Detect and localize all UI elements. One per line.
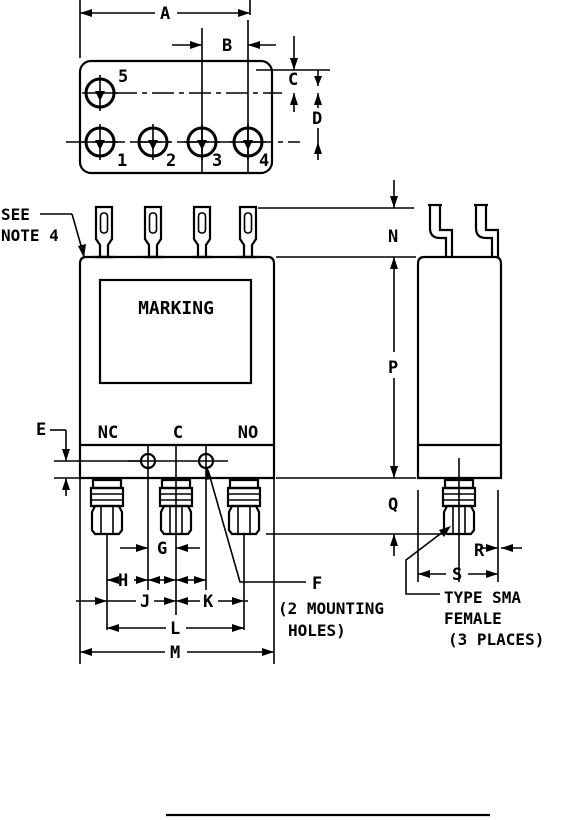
dimension-j-k: J K <box>76 592 248 612</box>
port-no-label: NO <box>238 423 258 443</box>
port-c-label: C <box>173 423 183 443</box>
dimension-b: B <box>172 36 276 56</box>
dimension-q: Q <box>266 495 443 556</box>
dimension-s: S <box>418 565 498 585</box>
dimension-d-label: D <box>312 109 322 129</box>
terminal-1-icon <box>92 205 116 259</box>
sma-note-line2: FEMALE <box>444 609 502 628</box>
dimension-a: A <box>79 0 251 58</box>
holes-note-line1: (2 MOUNTING <box>278 599 384 618</box>
dimension-e: E <box>36 420 140 496</box>
dimension-m-label: M <box>170 643 180 663</box>
marking-area <box>98 278 253 385</box>
sma-note-line1: TYPE SMA <box>444 588 521 607</box>
dimension-s-label: S <box>452 565 462 585</box>
front-view: MARKING NC C NO <box>78 205 276 630</box>
dimension-c-label: C <box>288 70 298 90</box>
pin-5-label: 5 <box>118 67 128 87</box>
dimension-c: C <box>256 36 330 112</box>
port-nc-label: NC <box>98 423 118 443</box>
pin-2-label: 2 <box>166 151 176 171</box>
dimension-n: N <box>258 180 414 247</box>
dimension-l-label: L <box>170 619 180 639</box>
dimension-r-label: R <box>474 541 485 561</box>
see-note-line2: NOTE 4 <box>1 226 59 245</box>
see-note-4-callout: SEE NOTE 4 <box>1 205 86 258</box>
dimension-h-label: H <box>118 571 128 591</box>
top-view: 5 1 2 3 4 <box>66 20 300 175</box>
dimension-b-label: B <box>222 36 232 56</box>
side-body-outline <box>416 255 503 480</box>
pin-1-label: 1 <box>117 151 127 171</box>
pin-5-icon <box>80 73 120 113</box>
dimension-q-label: Q <box>388 495 398 515</box>
dimension-l: L <box>107 619 244 639</box>
dimension-p: P <box>276 256 416 479</box>
dimension-p-label: P <box>388 358 398 378</box>
side-view <box>416 203 503 582</box>
sma-note-line3: (3 PLACES) <box>448 630 544 649</box>
terminal-3-icon <box>190 205 214 259</box>
dimension-h: H <box>107 571 206 591</box>
sma-connector-no-icon <box>226 478 262 536</box>
mounting-holes-callout: F (2 MOUNTING HOLES) <box>205 467 384 640</box>
dimension-g-label: G <box>157 539 167 559</box>
terminal-2-icon <box>141 205 165 259</box>
dimension-e-label: E <box>36 420 46 440</box>
dimension-k-label: K <box>203 592 214 612</box>
pin-4-label: 4 <box>259 151 269 171</box>
dimension-a-label: A <box>160 4 170 24</box>
dimension-n-label: N <box>388 227 398 247</box>
holes-note-line2: HOLES) <box>288 621 346 640</box>
dimension-r: R <box>474 541 522 561</box>
top-view-outline <box>78 59 274 175</box>
dimension-d: D <box>312 93 322 160</box>
dimension-j-label: J <box>140 592 150 612</box>
dimension-m: M <box>79 478 275 664</box>
sma-connector-nc-icon <box>89 478 125 536</box>
sma-type-callout: TYPE SMA FEMALE (3 PLACES) <box>405 526 544 649</box>
see-note-line1: SEE <box>1 205 30 224</box>
pin-3-label: 3 <box>212 151 222 171</box>
marking-label: MARKING <box>138 298 214 319</box>
dimension-f-label: F <box>312 574 322 594</box>
dimension-g: G <box>120 539 200 559</box>
terminal-4-icon <box>236 205 260 259</box>
